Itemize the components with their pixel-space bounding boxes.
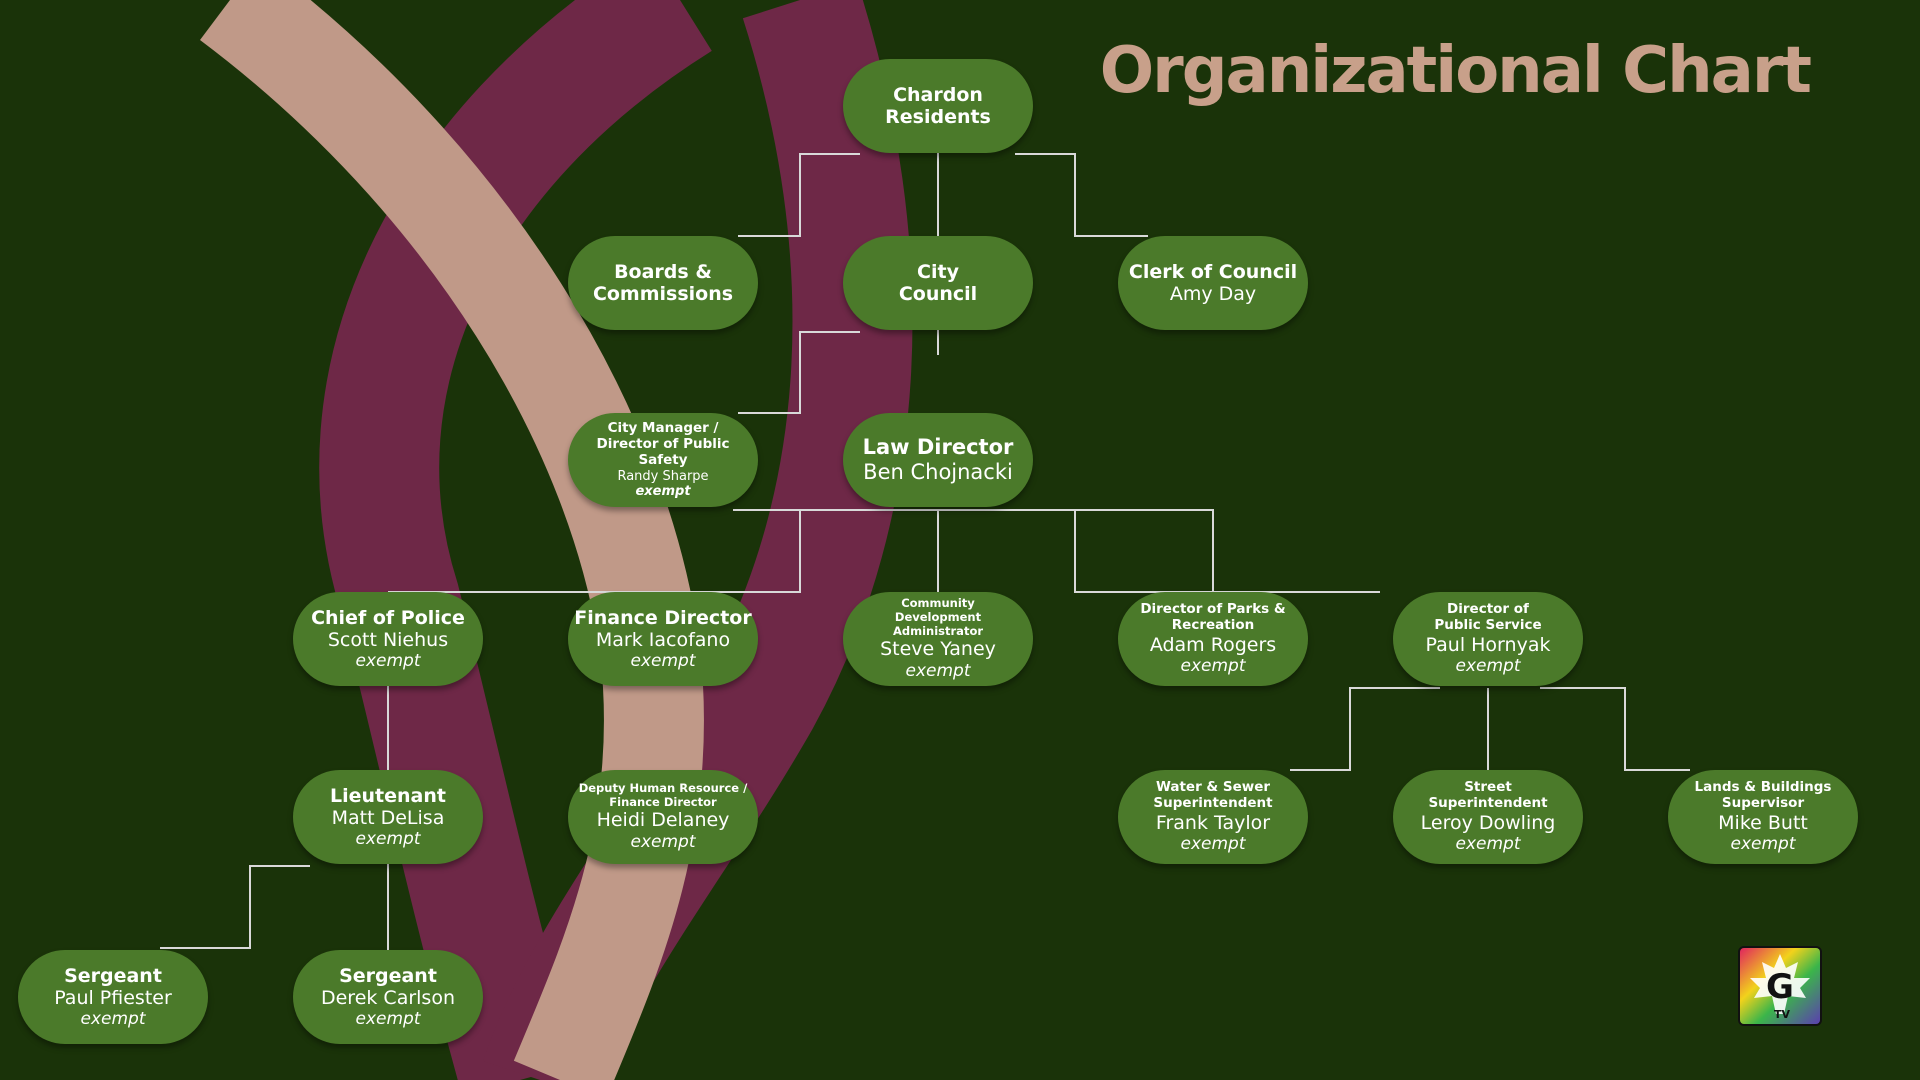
chart-title: Organizational Chart — [1099, 34, 1812, 108]
node-clerk-of-council: Clerk of Council Amy Day — [1118, 236, 1308, 330]
node-name: Matt DeLisa — [331, 806, 445, 829]
node-role: City Council — [898, 260, 978, 305]
node-water-sewer-superintendent: Water & Sewer Superintendent Frank Taylo… — [1118, 770, 1308, 864]
node-name: Derek Carlson — [320, 986, 455, 1009]
node-boards-commissions: Boards & Commissions — [568, 236, 758, 330]
node-name: Paul Hornyak — [1425, 633, 1551, 656]
node-city-manager: City Manager / Director of Public Safety… — [568, 413, 758, 507]
node-law-director: Law Director Ben Chojnacki — [843, 413, 1033, 507]
node-city-council: City Council — [843, 236, 1033, 330]
node-role: Finance Director — [574, 606, 752, 629]
node-director-parks-recreation: Director of Parks & Recreation Adam Roge… — [1118, 592, 1308, 686]
node-name: Steve Yaney — [880, 638, 996, 661]
maple-leaf-g-tv-logo: G TV — [1738, 946, 1822, 1026]
node-name: Mike Butt — [1718, 811, 1808, 834]
node-name: Heidi Delaney — [596, 809, 730, 832]
node-role: Lieutenant — [330, 784, 446, 807]
node-chief-of-police: Chief of Police Scott Niehus exempt — [293, 592, 483, 686]
node-role: Law Director — [862, 435, 1014, 460]
node-name: Leroy Dowling — [1420, 811, 1556, 834]
node-name: Ben Chojnacki — [863, 460, 1013, 484]
node-street-superintendent: Street Superintendent Leroy Dowling exem… — [1393, 770, 1583, 864]
logo-sub: TV — [1774, 1008, 1791, 1021]
node-role: Clerk of Council — [1128, 260, 1298, 283]
node-role: Chief of Police — [311, 606, 465, 629]
node-role: Lands & Buildings Supervisor — [1694, 778, 1832, 811]
node-lands-buildings-supervisor: Lands & Buildings Supervisor Mike Butt e… — [1668, 770, 1858, 864]
node-sergeant-carlson: Sergeant Derek Carlson exempt — [293, 950, 483, 1044]
node-name: Amy Day — [1169, 283, 1257, 305]
node-role: Director of Public Service — [1434, 600, 1542, 633]
node-name: Paul Pfiester — [54, 986, 172, 1009]
logo-graphic: G TV — [1740, 948, 1820, 1024]
node-role: Sergeant — [64, 964, 162, 987]
node-status: exempt — [1455, 834, 1521, 855]
node-sergeant-pfiester: Sergeant Paul Pfiester exempt — [18, 950, 208, 1044]
node-director-public-service: Director of Public Service Paul Hornyak … — [1393, 592, 1583, 686]
node-role: Boards & Commissions — [592, 260, 734, 305]
node-role: Chardon Residents — [885, 83, 991, 128]
node-name: Scott Niehus — [327, 628, 449, 651]
node-status: exempt — [355, 651, 421, 672]
node-status: exempt — [1730, 834, 1796, 855]
node-role: City Manager / Director of Public Safety — [596, 419, 730, 468]
node-status: exempt — [1180, 656, 1246, 677]
node-status: exempt — [80, 1009, 146, 1030]
node-name: Mark Iacofano — [595, 628, 731, 651]
node-name: Adam Rogers — [1149, 633, 1277, 656]
node-finance-director: Finance Director Mark Iacofano exempt — [568, 592, 758, 686]
node-status: exempt — [905, 660, 971, 681]
node-chardon-residents: Chardon Residents — [843, 59, 1033, 153]
node-status: exempt — [630, 651, 696, 672]
node-status: exempt — [1180, 834, 1246, 855]
node-role: Sergeant — [339, 964, 437, 987]
node-name: Randy Sharpe — [617, 468, 709, 484]
node-role: Water & Sewer Superintendent — [1153, 778, 1273, 811]
node-role: Director of Parks & Recreation — [1140, 600, 1286, 633]
node-lieutenant: Lieutenant Matt DeLisa exempt — [293, 770, 483, 864]
node-name: Frank Taylor — [1155, 811, 1271, 834]
logo-letter: G — [1766, 967, 1794, 1007]
node-role: Deputy Human Resource / Finance Director — [578, 781, 748, 809]
node-status: exempt — [355, 1009, 421, 1030]
node-community-development: Community Development Administrator Stev… — [843, 592, 1033, 686]
node-role: Community Development Administrator — [892, 596, 984, 638]
node-status: exempt — [1455, 656, 1521, 677]
node-status: exempt — [630, 831, 696, 852]
node-status: exempt — [635, 483, 691, 499]
node-status: exempt — [355, 829, 421, 850]
node-role: Street Superintendent — [1428, 778, 1548, 811]
node-deputy-hr-finance: Deputy Human Resource / Finance Director… — [568, 770, 758, 864]
